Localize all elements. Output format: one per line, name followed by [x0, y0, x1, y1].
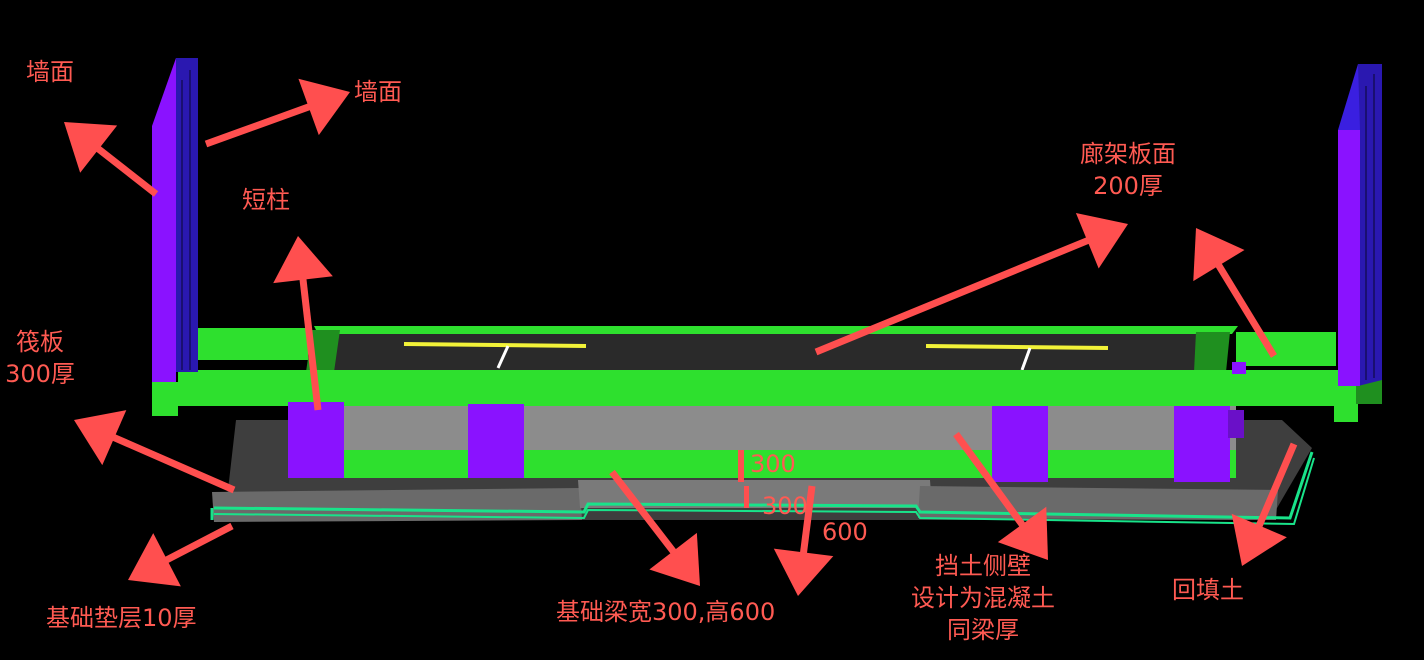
retaining-side-wall: [300, 406, 1236, 478]
label-beam: 基础梁宽300,高600: [556, 598, 776, 626]
short-column: [1174, 406, 1230, 482]
dimension-300-upper: 300: [750, 450, 796, 478]
label-corridor-slab-line1: 廊架板面: [1080, 140, 1176, 168]
right-wall: [1338, 64, 1382, 386]
label-retaining-wall: 挡土侧壁 设计为混凝土 同梁厚: [890, 550, 1076, 646]
label-wall-left-2: 墙面: [354, 78, 402, 106]
arrow-beam-2: [773, 485, 834, 596]
corridor-slab: [306, 326, 1238, 372]
arrow-corridor-slab-2: [1193, 228, 1277, 358]
label-raft: 筏板 300厚: [2, 326, 78, 390]
label-corridor-slab-line2: 200厚: [1093, 172, 1163, 200]
short-column: [992, 406, 1048, 482]
annotation-arrows: [64, 78, 1298, 596]
arrow-retaining-wall: [953, 431, 1048, 560]
short-column: [288, 402, 344, 478]
label-raft-line1: 筏板: [16, 328, 64, 356]
label-retaining-line1: 挡土侧壁: [935, 552, 1031, 580]
arrow-backfill: [1231, 442, 1298, 566]
label-raft-line2: 300厚: [5, 360, 75, 388]
short-columns: [288, 362, 1246, 482]
dimension-ticks: [738, 450, 749, 508]
label-backfill: 回填土: [1172, 576, 1244, 604]
label-retaining-line3: 同梁厚: [947, 616, 1019, 644]
arrow-corridor-slab: [814, 212, 1128, 356]
label-retaining-line2: 设计为混凝土: [911, 584, 1055, 612]
raft-slab: [152, 328, 1382, 422]
dimension-300-lower: 300: [762, 492, 808, 520]
label-corridor-slab: 廊架板面 200厚: [1066, 138, 1190, 202]
label-cushion: 基础垫层10厚: [46, 604, 197, 632]
label-wall-left: 墙面: [26, 58, 74, 86]
arrow-beam: [609, 469, 700, 586]
arrow-short-column: [273, 236, 333, 411]
arrow-wall-left-2: [204, 78, 350, 148]
arrow-wall-left: [64, 122, 159, 197]
label-short-column: 短柱: [242, 186, 290, 214]
left-wall: [152, 58, 198, 382]
arrow-raft: [74, 410, 236, 494]
dimension-600: 600: [822, 518, 868, 546]
arrow-cushion: [128, 522, 234, 587]
short-column: [468, 404, 524, 478]
